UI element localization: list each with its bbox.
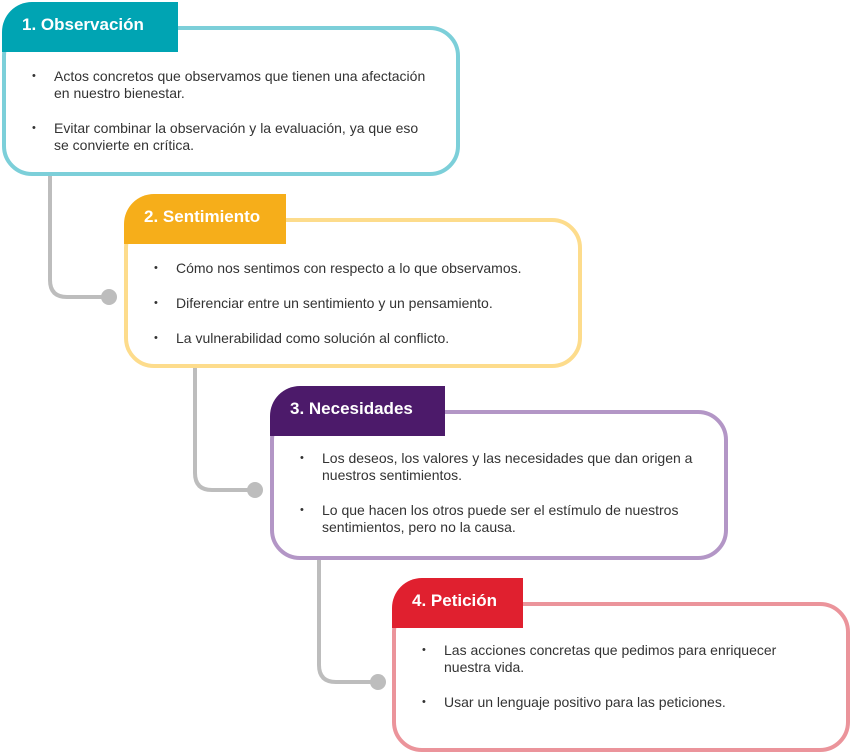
bullet-item: Actos concretos que observamos que tiene… — [32, 68, 436, 102]
bullet-item: La vulnerabilidad como solución al confl… — [154, 330, 558, 347]
bullet-list: Cómo nos sentimos con respecto a lo que … — [154, 260, 558, 365]
step-title: 3. Necesidades — [270, 386, 445, 436]
connector-dot-1 — [101, 289, 117, 305]
step-title: 1. Observación — [2, 2, 178, 52]
bullet-item: Diferenciar entre un sentimiento y un pe… — [154, 295, 558, 312]
bullet-list: Los deseos, los valores y las necesidade… — [300, 450, 704, 554]
step-necesidades: 3. Necesidades Los deseos, los valores y… — [270, 386, 728, 560]
connector-3-4 — [317, 560, 377, 684]
connector-dot-3 — [370, 674, 386, 690]
step-peticion: 4. Petición Las acciones concretas que p… — [392, 578, 850, 752]
bullet-item: Las acciones concretas que pedimos para … — [422, 642, 826, 676]
bullet-item: Cómo nos sentimos con respecto a lo que … — [154, 260, 558, 277]
connector-2-3 — [193, 368, 254, 492]
bullet-item: Usar un lenguaje positivo para las petic… — [422, 694, 826, 711]
bullet-item: Los deseos, los valores y las necesidade… — [300, 450, 704, 484]
step-title: 2. Sentimiento — [124, 194, 286, 244]
connector-1-2 — [48, 176, 108, 299]
bullet-list: Las acciones concretas que pedimos para … — [422, 642, 826, 729]
bullet-list: Actos concretos que observamos que tiene… — [32, 68, 436, 172]
step-sentimiento: 2. Sentimiento Cómo nos sentimos con res… — [124, 194, 582, 368]
step-title: 4. Petición — [392, 578, 523, 628]
bullet-item: Lo que hacen los otros puede ser el estí… — [300, 502, 704, 536]
bullet-item: Evitar combinar la observación y la eval… — [32, 120, 436, 154]
step-observacion: 1. Observación Actos concretos que obser… — [2, 2, 460, 176]
connector-dot-2 — [247, 482, 263, 498]
